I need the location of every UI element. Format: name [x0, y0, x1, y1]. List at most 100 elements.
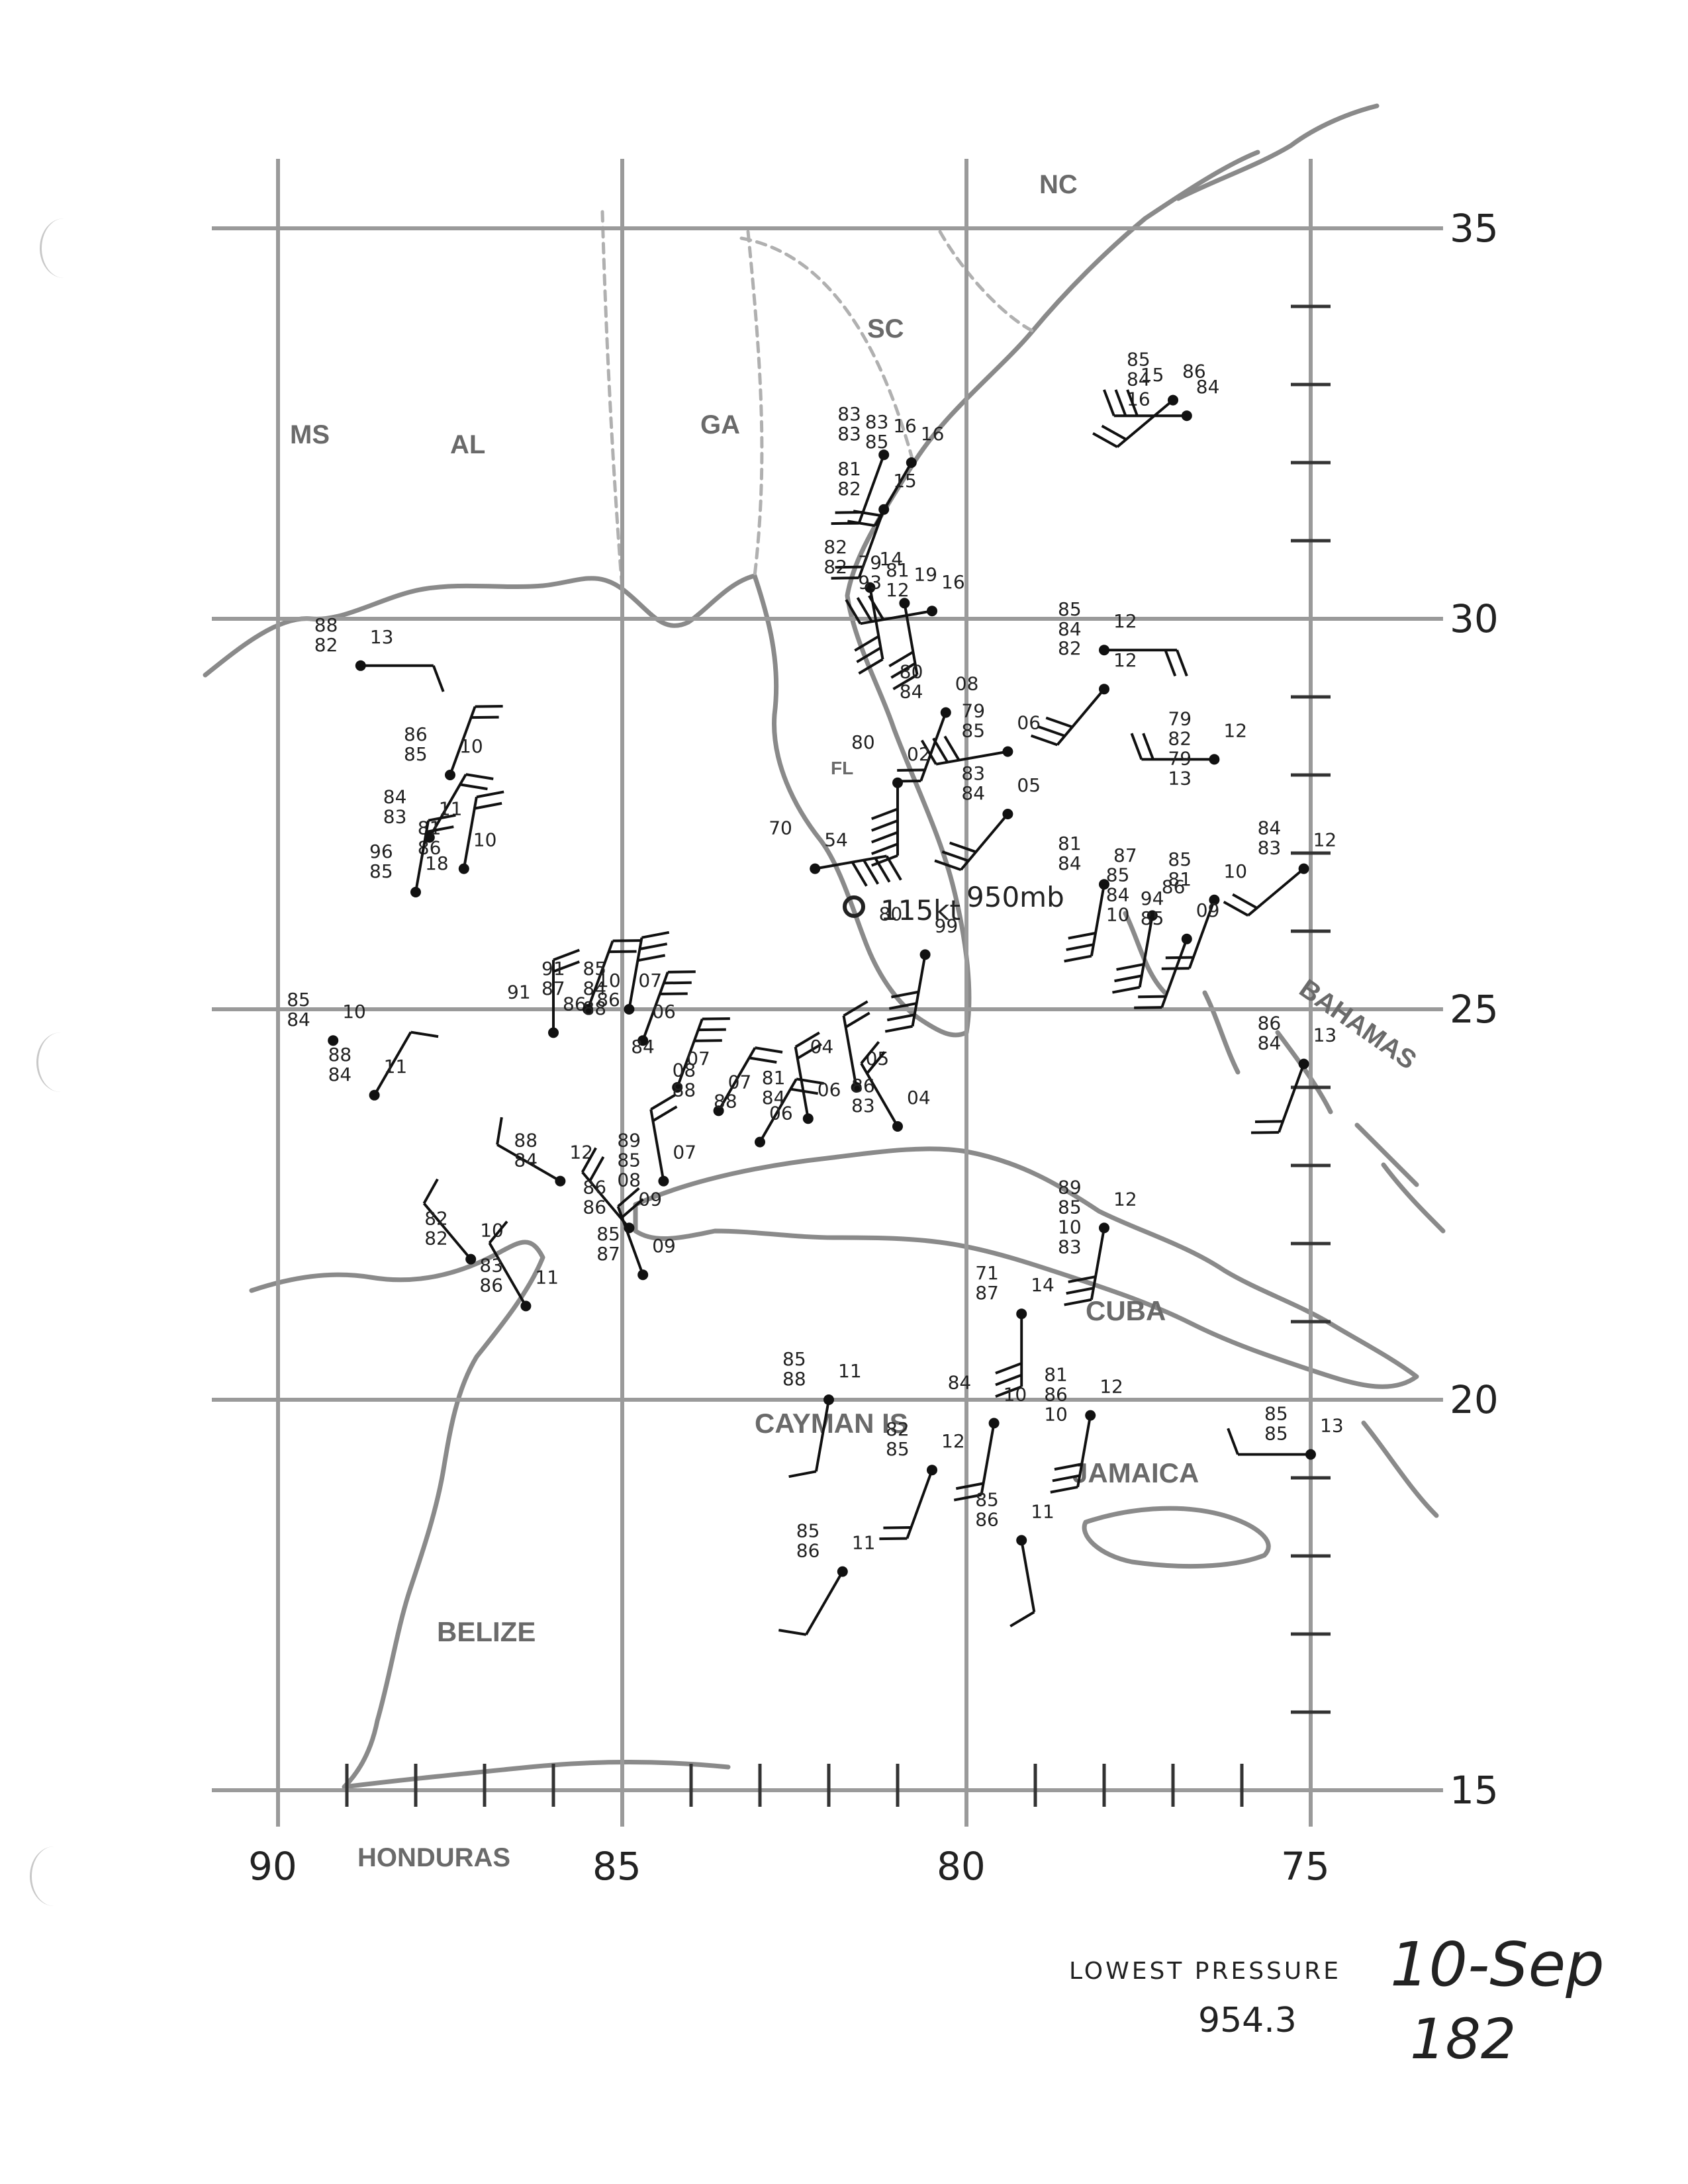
wind-barb — [639, 942, 668, 950]
place-label-fl: FL — [831, 758, 853, 778]
wind-barb — [847, 520, 876, 527]
place-label-jamaica: JAMAICA — [1072, 1457, 1199, 1488]
station-value: 10 — [1058, 1216, 1082, 1238]
station-value: 10 — [1106, 903, 1130, 925]
place-label-ms: MS — [290, 420, 330, 449]
wind-barb — [941, 850, 969, 862]
station-value: 86 — [1182, 361, 1206, 383]
station-value: 81 — [762, 1067, 786, 1089]
station-value: 84 — [514, 1150, 538, 1171]
wind-shaft — [496, 1143, 561, 1183]
station-value: 85 — [1106, 864, 1130, 886]
station-value: 86 — [1258, 1013, 1282, 1034]
station-value: 88 — [714, 1091, 737, 1113]
wind-shaft — [1188, 899, 1216, 969]
wind-shaft — [980, 1423, 996, 1496]
wind-barb — [410, 1030, 439, 1038]
wind-barb — [1092, 432, 1118, 449]
wind-barb — [1009, 1611, 1035, 1627]
station-value: 86 — [851, 1075, 875, 1097]
station-value: 82 — [837, 478, 861, 500]
wind-barb — [694, 1039, 722, 1042]
wind-barb — [659, 992, 688, 995]
station-value: 84 — [762, 1087, 786, 1109]
place-label-nc: NC — [1039, 170, 1078, 199]
wind-barb — [871, 831, 898, 844]
station-value: 86 — [975, 1508, 999, 1530]
jamaica-coast — [1082, 1506, 1271, 1569]
wind-shaft — [676, 1018, 704, 1088]
station-value: 91 — [507, 981, 531, 1003]
station-value: 85 — [369, 860, 393, 882]
station-value: 86 — [404, 723, 428, 745]
station-value: 88 — [782, 1368, 806, 1390]
station-value: 80 — [851, 731, 875, 753]
station-value: 15 — [893, 470, 917, 492]
station-value: 85 — [961, 720, 985, 742]
station-value: 54 — [824, 829, 848, 851]
wind-barb — [920, 739, 937, 765]
wind-shaft — [1056, 688, 1105, 746]
station-value: 07 — [638, 970, 662, 991]
wind-barb — [858, 658, 884, 675]
station-value: 12 — [1113, 610, 1137, 632]
station-value: 12 — [886, 579, 910, 601]
wind-barb — [1103, 389, 1115, 416]
station-value: 15 — [1141, 364, 1164, 386]
station-value: 99 — [935, 915, 959, 936]
wind-barb — [637, 954, 666, 962]
station-value: 10 — [1004, 1383, 1027, 1405]
central-america-coast — [249, 1240, 731, 1790]
station-value: 81 — [837, 458, 861, 480]
station-value: 86 — [796, 1540, 820, 1562]
station-value: 88 — [314, 614, 338, 636]
wind-barb — [866, 1051, 886, 1075]
station-value: 04 — [907, 1087, 931, 1109]
binder-hole-bottom — [30, 1846, 78, 1906]
wind-shaft — [428, 774, 467, 839]
wind-barb — [588, 1156, 605, 1182]
wind-barb — [641, 931, 670, 939]
wind-shaft — [842, 1015, 858, 1088]
wind-barb — [1176, 649, 1188, 677]
wind-barb — [1232, 893, 1258, 909]
wind-barb — [1227, 1428, 1239, 1455]
station-value: 79 — [1168, 707, 1192, 729]
station-value: 84 — [287, 1009, 310, 1030]
station-value: 14 — [1031, 1274, 1055, 1296]
wind-shaft — [649, 1109, 665, 1181]
wind-barb — [883, 1526, 912, 1529]
wind-barb — [853, 510, 881, 517]
station-value: 91 — [541, 958, 565, 979]
station-value: 18 — [425, 852, 449, 874]
wind-shaft — [805, 1570, 844, 1635]
lon-label-85: 85 — [592, 1844, 641, 1889]
station-value: 82 — [823, 536, 847, 558]
wind-barb — [856, 597, 873, 623]
wind-barb — [871, 807, 898, 821]
station-value: 87 — [541, 978, 565, 999]
station-value: 12 — [1100, 1376, 1123, 1398]
station-value: 83 — [851, 1095, 875, 1116]
wind-barb — [465, 773, 494, 780]
wind-barb — [432, 665, 445, 692]
wind-shaft — [1116, 399, 1174, 448]
station-value: 87 — [596, 1243, 620, 1265]
station-value: 10 — [1044, 1404, 1068, 1426]
lon-label-80: 80 — [937, 1844, 986, 1889]
station-value: 14 — [879, 548, 903, 570]
wind-barb — [955, 1482, 984, 1490]
station-value: 70 — [769, 817, 792, 839]
wind-barb — [934, 859, 962, 872]
